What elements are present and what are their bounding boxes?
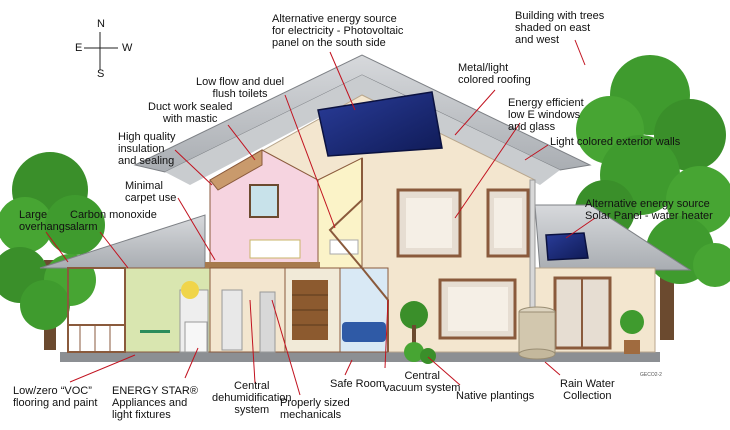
compass-rose (84, 32, 118, 70)
label-trees: Building with trees shaded on east and w… (515, 10, 605, 46)
label-mechanicals: Properly sized mechanicals (280, 397, 350, 421)
leader-lines (45, 39, 596, 396)
label-insulation: High quality insulation and sealing (118, 131, 176, 167)
compass-north: N (97, 18, 105, 30)
label-roofing: Metal/light colored roofing (458, 62, 531, 86)
light-fixture (181, 281, 199, 299)
compass-east: E (75, 42, 83, 54)
table (140, 330, 170, 333)
label-voc: Low/zero “VOC” flooring and paint (13, 385, 98, 409)
water-heater (259, 291, 276, 353)
label-walls: Light colored exterior walls (550, 136, 681, 148)
label-toilets: Low flow and duel flush toilets (196, 76, 285, 100)
label-energy-star: ENERGY STAR® Appliances and light fixtur… (112, 385, 198, 421)
insulation-band (209, 149, 263, 191)
image-credit: GECO2-2 (640, 372, 662, 378)
label-water-heater: Alternative energy source Solar Panel - … (585, 198, 713, 222)
photovoltaic-panel (317, 91, 443, 157)
downspout (529, 179, 536, 313)
label-safe-room: Safe Room (330, 378, 386, 390)
bedroom-picture (249, 184, 279, 218)
porch (67, 267, 126, 353)
label-rain-water: Rain Water Collection (560, 378, 615, 402)
rain-barrel (518, 306, 556, 360)
label-photovoltaic: Alternative energy source for electricit… (272, 13, 404, 49)
stove (184, 321, 208, 353)
compass-west: W (122, 42, 133, 54)
left-tree (0, 152, 105, 350)
label-vacuum: Central vacuum system (384, 370, 461, 394)
label-carbon-monoxide: Carbon monoxide alarm (70, 209, 157, 233)
label-plantings: Native plantings (456, 390, 535, 402)
label-overhangs: Large overhangs (19, 209, 71, 233)
sofa (342, 322, 386, 342)
ductwork (205, 262, 320, 268)
label-dehumidification: Central dehumidification system (212, 380, 292, 416)
solar-water-heater-panel (545, 232, 589, 261)
right-tree (575, 55, 730, 340)
label-windows: Energy efficient low E windows and glass (508, 97, 584, 133)
dehumidifier (221, 289, 243, 351)
foundation (60, 352, 660, 362)
label-carpet: Minimal carpet use (125, 180, 177, 204)
bed (249, 239, 301, 259)
label-ductwork: Duct work sealed with mastic (148, 101, 233, 125)
compass-south: S (97, 68, 105, 80)
